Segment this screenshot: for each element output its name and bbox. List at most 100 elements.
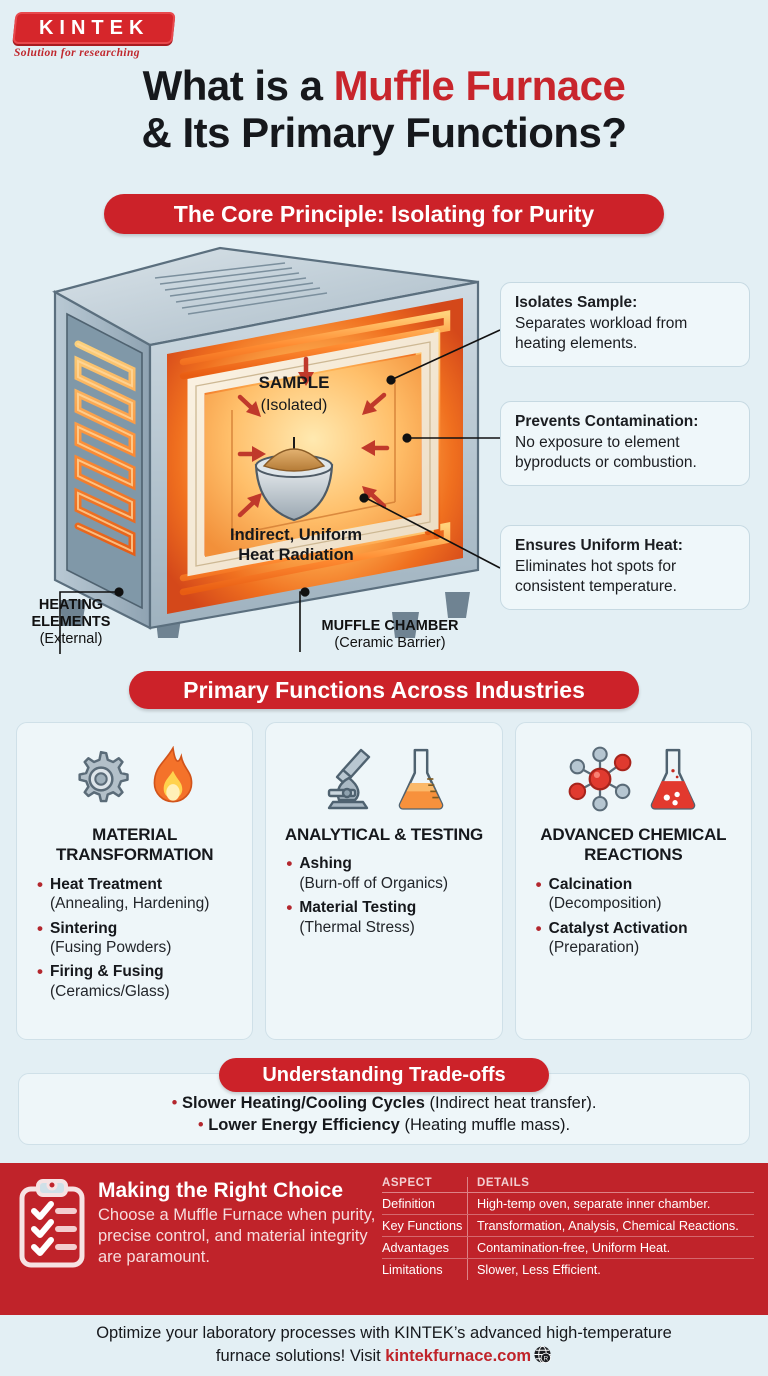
card-title: MATERIAL TRANSFORMATION bbox=[55, 825, 214, 865]
radiation-label-2: Heat Radiation bbox=[238, 546, 354, 564]
item-sub: (Burn-off of Organics) bbox=[299, 874, 449, 892]
table-row: Key Functions Transformation, Analysis, … bbox=[382, 1214, 754, 1237]
footer-banner: Making the Right Choice Choose a Muffle … bbox=[0, 1163, 768, 1315]
table-row: Definition High-temp oven, separate inne… bbox=[382, 1192, 754, 1215]
callout-body: Eliminates hot spots for consistent temp… bbox=[515, 557, 677, 596]
table-row: Advantages Contamination-free, Uniform H… bbox=[382, 1236, 754, 1259]
card-advanced-chemical-reactions: ADVANCED CHEMICAL REACTIONS Calcination … bbox=[514, 722, 752, 1040]
title-line2: & Its Primary Functions? bbox=[141, 109, 627, 157]
label-heating-elements: HEATING ELEMENTS (External) bbox=[16, 597, 126, 648]
page-title: What is a Muffle Furnace & Its Primary F… bbox=[0, 62, 768, 156]
item-bold: Catalyst Activation bbox=[536, 918, 741, 940]
col-details: DETAILS bbox=[466, 1177, 754, 1193]
card-material-transformation: MATERIAL TRANSFORMATION Heat Treatment (… bbox=[16, 722, 254, 1040]
card-list: Heat Treatment (Annealing, Hardening) Si… bbox=[27, 874, 242, 1001]
list-item: Sintering (Fusing Powders) bbox=[37, 918, 242, 958]
cta-text: Optimize your laboratory processes with … bbox=[0, 1322, 768, 1371]
item-bold: Calcination bbox=[536, 874, 741, 896]
heating-label-line2: ELEMENTS bbox=[31, 614, 111, 631]
flask-orange-icon bbox=[398, 748, 444, 810]
callout-prevents-contamination: Prevents Contamination: No exposure to e… bbox=[500, 401, 750, 486]
cell-details: Slower, Less Efficient. bbox=[466, 1258, 754, 1280]
item-sub: (Ceramics/Glass) bbox=[50, 982, 170, 1000]
cell-aspect: Advantages bbox=[382, 1236, 468, 1259]
microscope-icon bbox=[327, 748, 371, 810]
item-bold: Sintering bbox=[37, 918, 242, 940]
item-sub: (Fusing Powders) bbox=[50, 938, 172, 956]
brand-logo: KINTEK Solution for researching bbox=[12, 12, 199, 59]
callout-title: Prevents Contamination: bbox=[515, 413, 699, 430]
footer-left: Making the Right Choice Choose a Muffle … bbox=[0, 1163, 378, 1276]
sample-bowl bbox=[254, 448, 334, 522]
item-sub: (Annealing, Hardening) bbox=[50, 895, 210, 913]
tradeoff-bold: Lower Energy Efficiency bbox=[208, 1116, 400, 1134]
card-icons bbox=[526, 737, 741, 821]
cta-website-link[interactable]: kintekfurnace.com bbox=[385, 1347, 532, 1366]
list-item: Firing & Fusing (Ceramics/Glass) bbox=[37, 961, 242, 1001]
cell-aspect: Limitations bbox=[382, 1262, 443, 1277]
card-title: ADVANCED CHEMICAL REACTIONS bbox=[540, 825, 727, 865]
title-highlight: Muffle Furnace bbox=[333, 62, 626, 109]
molecule-icon bbox=[568, 746, 632, 812]
muffle-label-sub: (Ceramic Barrier) bbox=[334, 635, 446, 652]
core-principle-banner: The Core Principle: Isolating for Purity bbox=[104, 194, 664, 234]
heating-label-line1: HEATING bbox=[38, 597, 104, 613]
svg-text:R: R bbox=[544, 1356, 549, 1363]
tradeoffs-banner: Understanding Trade-offs bbox=[219, 1058, 549, 1092]
callout-ensures-uniform-heat: Ensures Uniform Heat: Eliminates hot spo… bbox=[500, 525, 750, 610]
item-bold: Ashing bbox=[286, 853, 491, 875]
tradeoff-bold: Slower Heating/Cooling Cycles bbox=[181, 1094, 425, 1112]
tradeoff-item: • Slower Heating/Cooling Cycles (Indirec… bbox=[172, 1094, 597, 1113]
card-title: ANALYTICAL & TESTING bbox=[284, 825, 484, 844]
footer-body: Choose a Muffle Furnace when purity, pre… bbox=[98, 1206, 376, 1266]
item-sub: (Preparation) bbox=[548, 938, 640, 956]
bullet-dot: • bbox=[197, 1116, 204, 1134]
clipboard-checklist-icon bbox=[19, 1179, 85, 1268]
primary-functions-banner: Primary Functions Across Industries bbox=[129, 671, 639, 709]
footer-text: Making the Right Choice Choose a Muffle … bbox=[98, 1179, 378, 1276]
callout-body: No exposure to element byproducts or com… bbox=[515, 433, 697, 472]
cell-aspect: Key Functions bbox=[382, 1214, 468, 1237]
card-list: Calcination (Decomposition) Catalyst Act… bbox=[526, 874, 741, 958]
cell-aspect: Definition bbox=[382, 1192, 468, 1215]
callout-body: Separates workload from heating elements… bbox=[515, 314, 688, 353]
flame-icon bbox=[153, 746, 193, 803]
label-muffle-chamber: MUFFLE CHAMBER (Ceramic Barrier) bbox=[300, 618, 480, 652]
callout-title: Isolates Sample: bbox=[515, 294, 638, 311]
heating-label-sub: (External) bbox=[39, 631, 103, 648]
cta-line2: furnace solutions! Visit kintekfurnace.c… bbox=[0, 1345, 768, 1371]
tradeoff-rest: (Indirect heat transfer). bbox=[429, 1094, 597, 1112]
tradeoff-rest: (Heating muffle mass). bbox=[404, 1116, 571, 1134]
title-plain: What is a bbox=[142, 62, 334, 109]
logo-badge: KINTEK bbox=[12, 12, 176, 44]
item-bold: Heat Treatment bbox=[37, 874, 242, 896]
callout-title: Ensures Uniform Heat: bbox=[515, 537, 683, 554]
vent-slots bbox=[154, 262, 328, 315]
list-item: Catalyst Activation (Preparation) bbox=[536, 918, 741, 958]
muffle-furnace-diagram: SAMPLE (Isolated) Indirect, Uniform Heat… bbox=[0, 240, 768, 660]
sample-sub-label: (Isolated) bbox=[261, 397, 328, 414]
item-sub: (Decomposition) bbox=[548, 895, 662, 913]
flask-red-icon bbox=[651, 748, 696, 810]
cell-details: High-temp oven, separate inner chamber. bbox=[466, 1192, 754, 1215]
card-list: Ashing (Burn-off of Organics) Material T… bbox=[276, 853, 491, 937]
list-item: Ashing (Burn-off of Organics) bbox=[286, 853, 491, 893]
logo-text: KINTEK bbox=[38, 16, 150, 39]
footer-icon-wrap bbox=[16, 1179, 88, 1276]
logo-tagline: Solution for researching bbox=[14, 47, 140, 59]
footer-heading: Making the Right Choice bbox=[98, 1179, 344, 1202]
bullet-dot: • bbox=[171, 1094, 178, 1112]
gear-icon bbox=[78, 750, 129, 803]
list-item: Material Testing (Thermal Stress) bbox=[286, 897, 491, 937]
card-icons bbox=[27, 737, 242, 821]
summary-table: ASPECT DETAILS Definition High-temp oven… bbox=[382, 1177, 754, 1280]
summary-table-wrap: ASPECT DETAILS Definition High-temp oven… bbox=[378, 1163, 768, 1280]
cell-details: Transformation, Analysis, Chemical React… bbox=[466, 1214, 754, 1237]
globe-icon: R bbox=[533, 1345, 552, 1371]
card-analytical-testing: ANALYTICAL & TESTING Ashing (Burn-off of… bbox=[265, 722, 503, 1040]
cell-details: Contamination-free, Uniform Heat. bbox=[466, 1236, 754, 1259]
item-sub: (Thermal Stress) bbox=[299, 918, 415, 936]
cta-prefix: furnace solutions! Visit bbox=[215, 1347, 386, 1366]
leader-lines bbox=[59, 329, 501, 654]
